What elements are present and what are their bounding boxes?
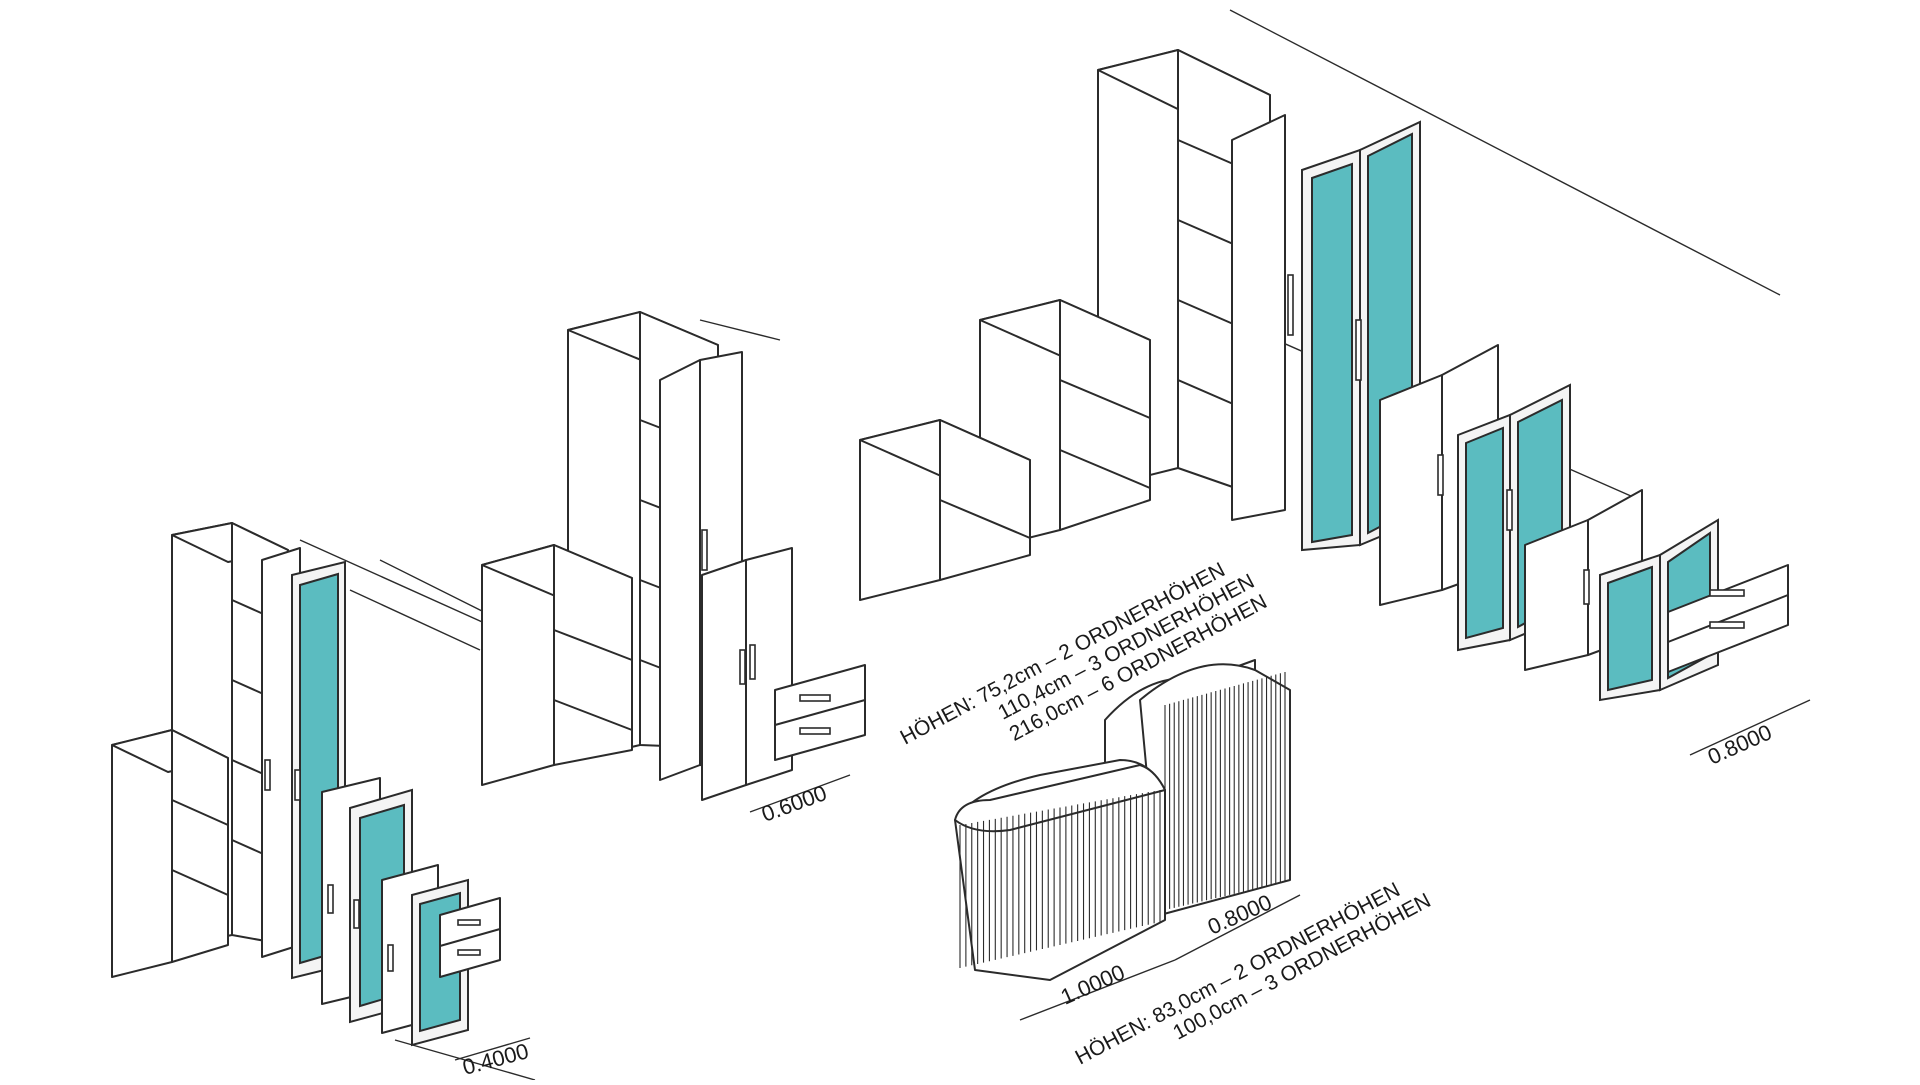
low-shelf-080 bbox=[859, 419, 1031, 601]
drawer-unit-040 bbox=[439, 897, 501, 978]
low-shelf-040 bbox=[111, 729, 229, 978]
group-width-060: 0.6000 bbox=[379, 311, 866, 827]
group-width-080: 0.8000 bbox=[859, 9, 1811, 770]
tambour-cabinets: 1.0000 0.8000 bbox=[954, 659, 1301, 1021]
tall-door-080 bbox=[1231, 114, 1294, 521]
mid-doors-060 bbox=[701, 547, 793, 801]
group-width-040: 0.4000 bbox=[111, 522, 536, 1081]
tambour-cabinet-080 bbox=[1104, 659, 1291, 916]
heights-tambour-line2: 100,0cm – 3 ORDNERHÖHEN bbox=[1169, 889, 1434, 1045]
low-shelf-060 bbox=[481, 544, 633, 786]
dimension-label-060: 0.6000 bbox=[758, 780, 830, 827]
tambour-cabinet-100 bbox=[954, 759, 1166, 981]
dimension-label-080: 0.8000 bbox=[1704, 719, 1776, 769]
dimension-label-040: 0.4000 bbox=[460, 1038, 531, 1080]
drawer-unit-060 bbox=[774, 664, 866, 761]
drawer-unit-080 bbox=[1667, 564, 1789, 673]
